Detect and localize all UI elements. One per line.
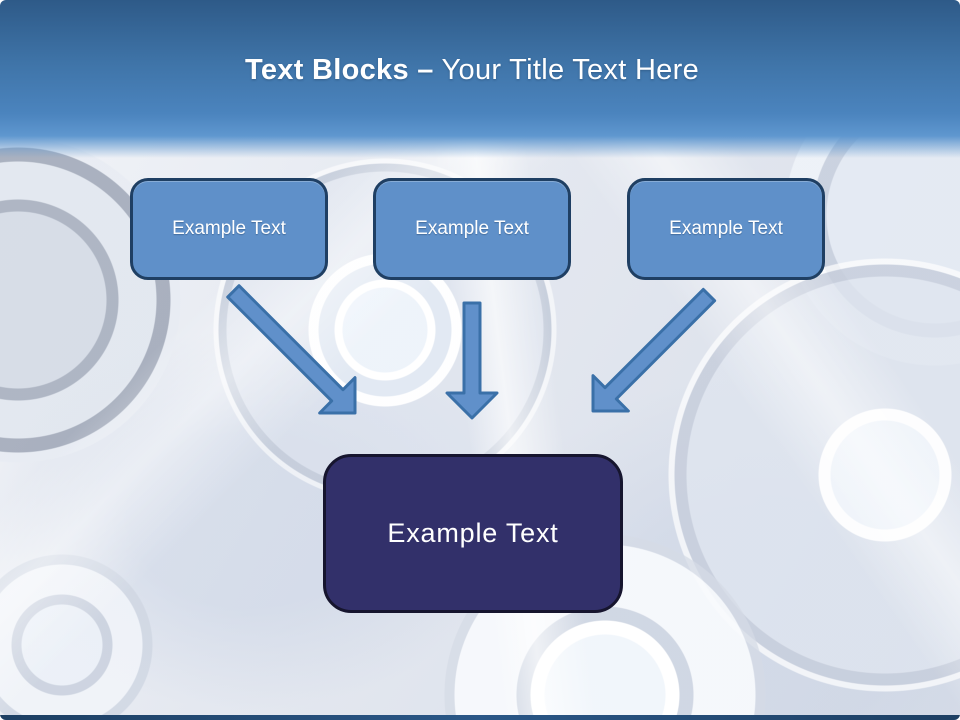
main-text-block[interactable]: Example Text: [323, 454, 623, 613]
arrow-down-left-icon[interactable]: [575, 277, 726, 428]
main-text-block-label: Example Text: [387, 518, 559, 548]
text-block-2[interactable]: Example Text: [373, 178, 571, 280]
page-title-bold: Text Blocks –: [244, 54, 434, 86]
text-block-2-label: Example Text: [415, 218, 529, 239]
text-block-1[interactable]: Example Text: [130, 178, 328, 280]
text-block-3[interactable]: Example Text: [627, 178, 825, 280]
arrow-down-right-icon[interactable]: [216, 274, 373, 431]
page-title: Text Blocks – Your Title Text Here: [0, 54, 944, 87]
page-title-regular: Your Title Text Here: [441, 54, 700, 86]
text-block-3-label: Example Text: [669, 218, 783, 239]
title-banner: [0, 0, 960, 158]
text-block-1-label: Example Text: [172, 218, 286, 239]
footer-bar: [0, 715, 960, 720]
arrow-down-icon[interactable]: [445, 301, 499, 420]
